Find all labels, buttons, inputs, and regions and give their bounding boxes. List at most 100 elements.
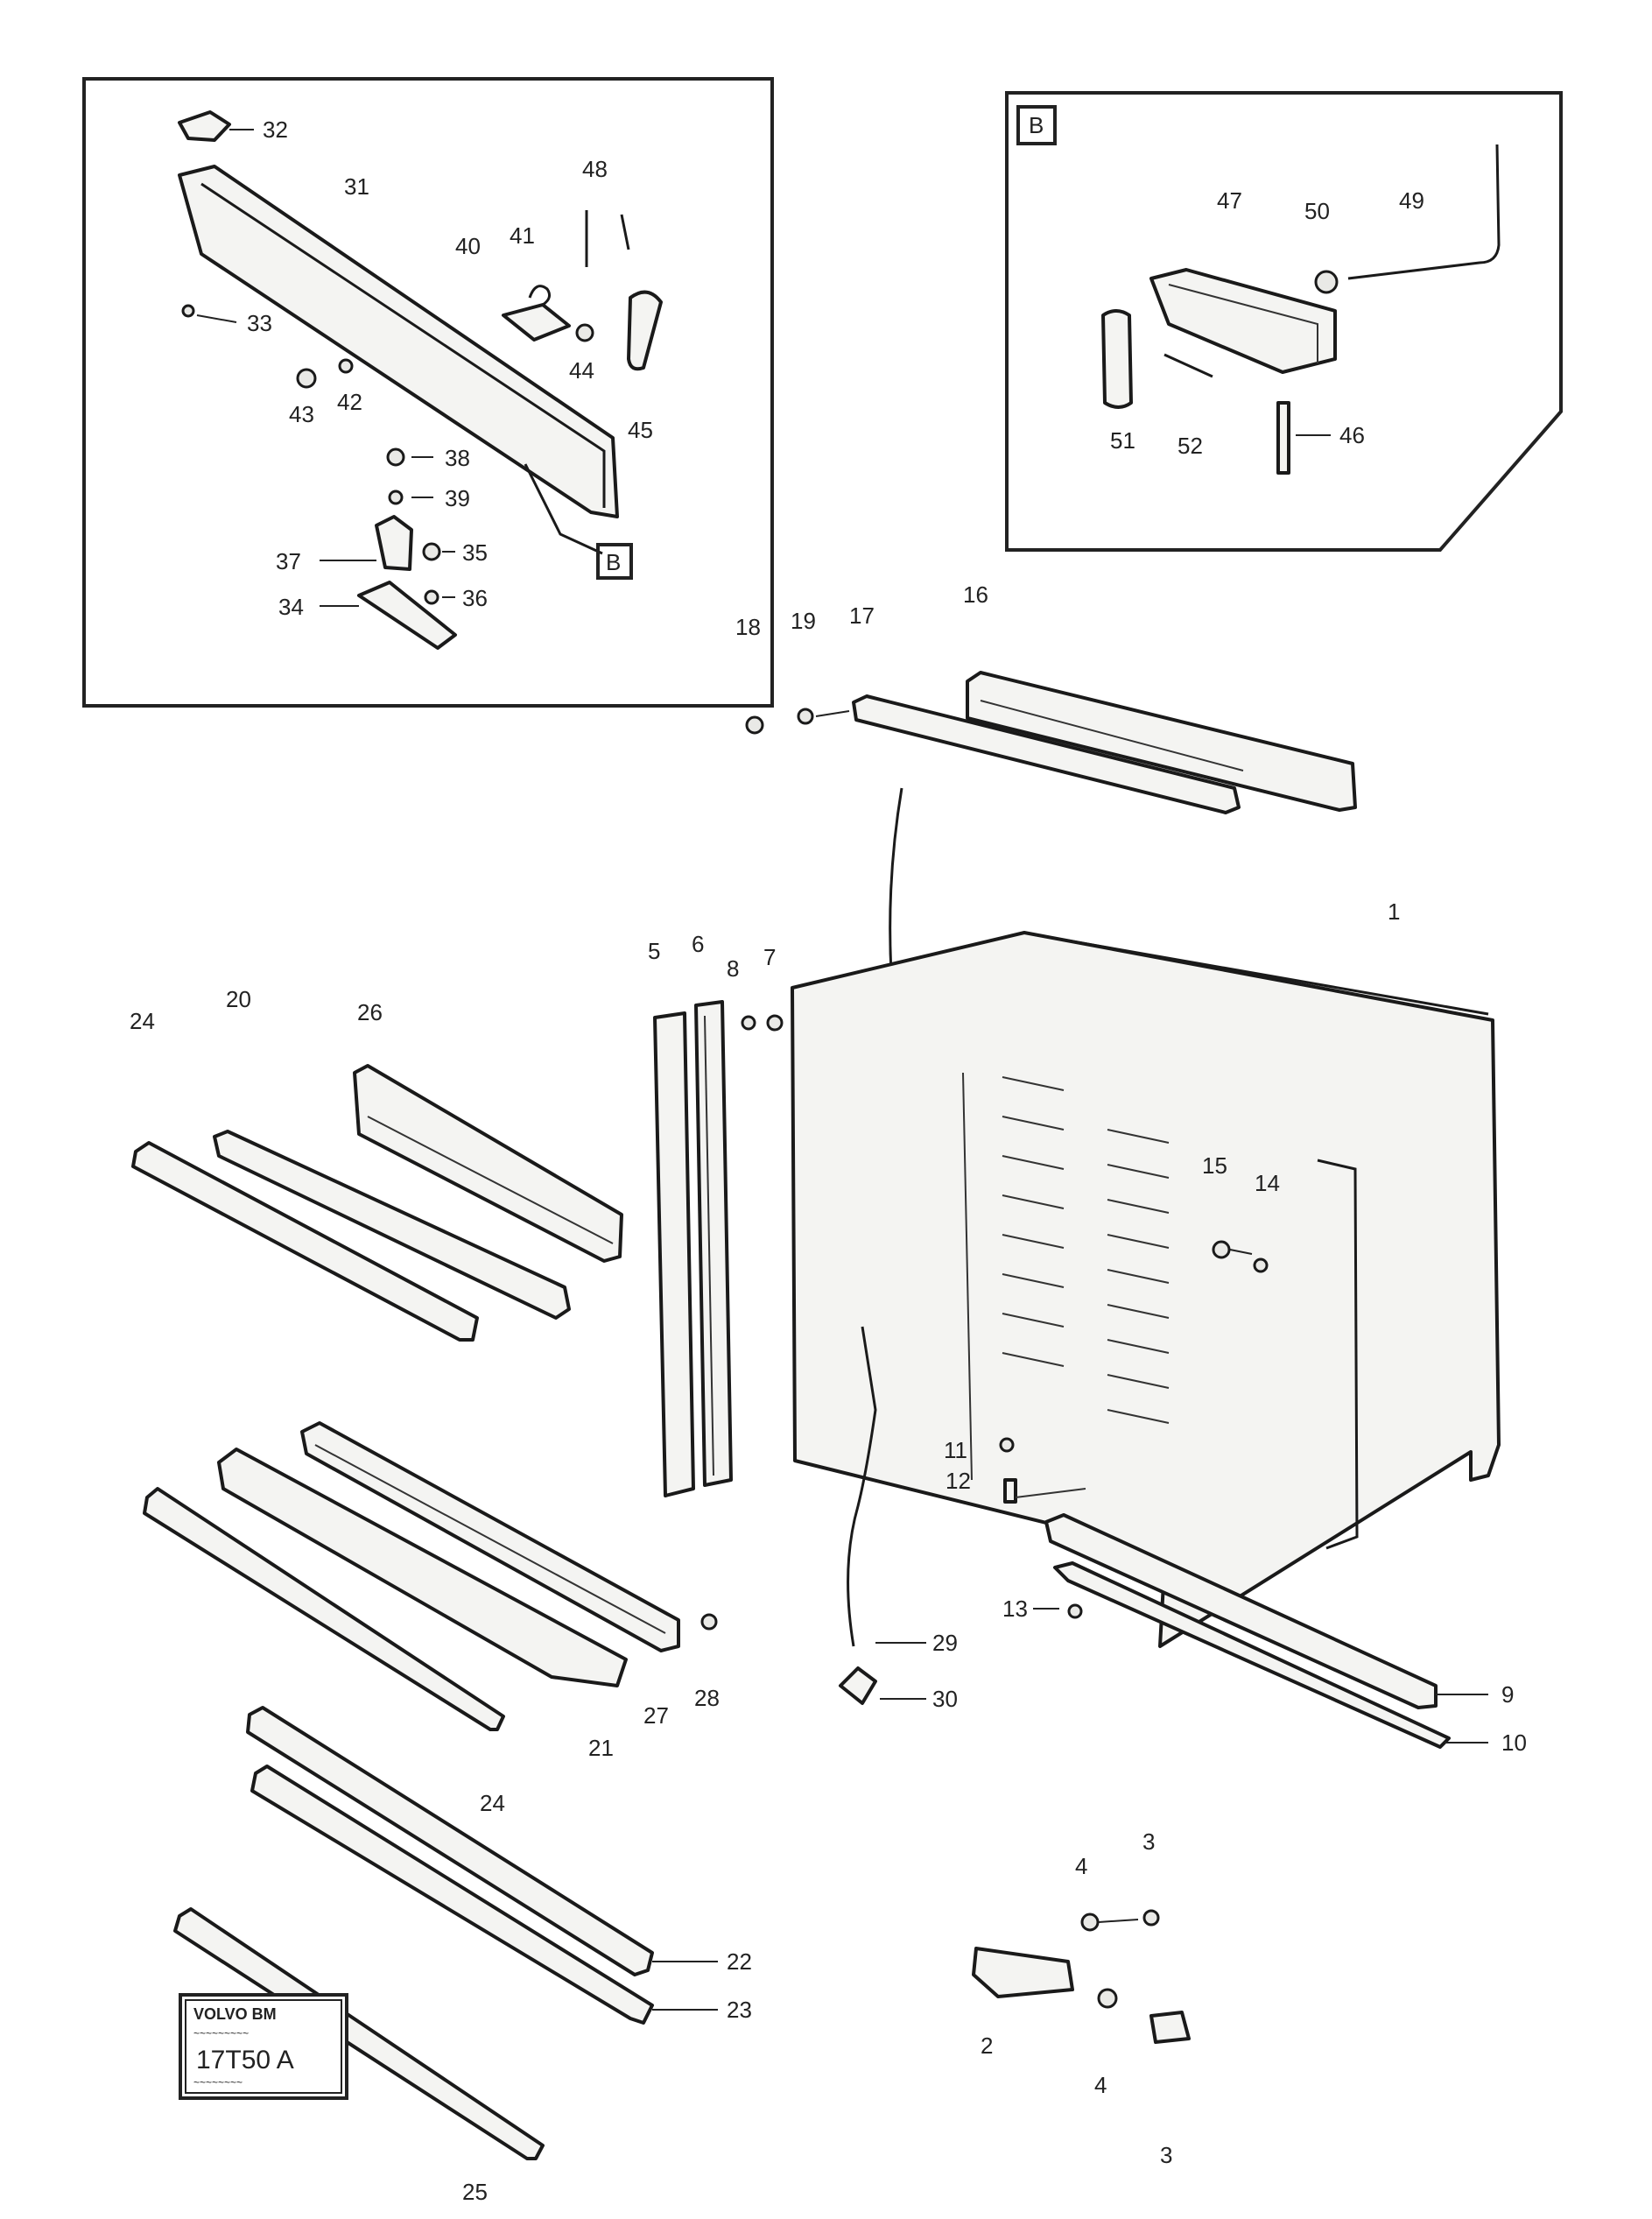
label-22: 22 <box>727 1948 752 1975</box>
label-27: 27 <box>643 1702 669 1729</box>
rail-lead-wire <box>524 463 603 555</box>
label-51: 51 <box>1110 427 1135 454</box>
label-46: 46 <box>1339 422 1365 448</box>
drawing-stamp: VOLVO BM ~~~~~~~~~ 17T50 A ~~~~~~~~ <box>179 1993 348 2100</box>
label-52: 52 <box>1177 433 1203 459</box>
label-45: 45 <box>628 417 653 443</box>
washer-39 <box>388 490 404 505</box>
screw-12 <box>1003 1478 1017 1504</box>
pin-52 <box>1163 353 1213 378</box>
label-50: 50 <box>1304 198 1330 224</box>
label-36: 36 <box>462 585 488 611</box>
ref-marker-right: B <box>1029 112 1044 138</box>
bolt-3-lower <box>1149 2011 1191 2044</box>
label-19: 19 <box>791 608 816 634</box>
inset-right-detail: B 47 50 49 51 52 46 <box>1005 91 1563 552</box>
nut-3-upper <box>1142 1909 1160 1927</box>
rail-21 <box>217 1448 628 1687</box>
bracket-2 <box>972 1947 1074 1998</box>
label-21: 21 <box>588 1735 614 1761</box>
ref-marker-box-right <box>1016 105 1057 145</box>
label-33: 33 <box>247 310 272 336</box>
label-49: 49 <box>1399 187 1424 214</box>
strip-5 <box>653 1011 695 1497</box>
rail-17 <box>852 694 1241 814</box>
label-26: 26 <box>357 999 383 1025</box>
label-48: 48 <box>582 156 608 182</box>
label-18: 18 <box>735 614 761 640</box>
washer-19 <box>797 708 814 725</box>
stamp-line4: ~~~~~~~~ <box>193 2076 243 2089</box>
cylinder-51 <box>1101 309 1133 409</box>
latch-45 <box>627 290 663 371</box>
connector-30 <box>839 1666 877 1705</box>
label-29: 29 <box>932 1630 958 1656</box>
label-24-upper: 24 <box>130 1008 155 1034</box>
label-4-lower: 4 <box>1094 2072 1107 2098</box>
bolt-18 <box>745 715 764 735</box>
rail-22 <box>246 1706 654 1976</box>
label-20: 20 <box>226 986 251 1012</box>
washer-11 <box>999 1437 1015 1453</box>
washer-8 <box>741 1015 756 1031</box>
inset-left-frame <box>82 77 774 708</box>
stamp-frame <box>179 1993 348 2100</box>
label-1: 1 <box>1388 898 1400 925</box>
ref-marker-left: B <box>606 549 621 575</box>
label-9: 9 <box>1501 1681 1514 1708</box>
label-11: 11 <box>944 1437 967 1463</box>
rail-24-upper <box>131 1141 479 1342</box>
label-7: 7 <box>763 944 776 970</box>
washer-36 <box>424 589 439 605</box>
label-2: 2 <box>981 2032 993 2059</box>
nut-50 <box>1314 270 1339 294</box>
label-23: 23 <box>727 1997 752 2023</box>
rail-part-31 <box>178 165 619 518</box>
washer-28 <box>700 1613 718 1631</box>
nut-7 <box>766 1014 784 1032</box>
main-exploded-view: 18 19 17 16 1 5 6 8 7 24 20 26 15 14 11 … <box>130 581 1527 2205</box>
label-40: 40 <box>455 233 481 259</box>
nut-43 <box>296 368 317 389</box>
label-3-lower: 3 <box>1160 2142 1172 2168</box>
label-44: 44 <box>569 357 594 384</box>
washer-4-upper <box>1080 1913 1100 1932</box>
label-10: 10 <box>1501 1729 1527 1756</box>
strip-6 <box>694 1000 733 1487</box>
label-4-upper: 4 <box>1075 1853 1087 1879</box>
label-24-middle: 24 <box>480 1790 505 1816</box>
label-43: 43 <box>289 401 314 427</box>
label-42: 42 <box>337 389 362 415</box>
label-39: 39 <box>445 485 470 511</box>
stud-48b <box>620 214 630 250</box>
bracket-40 <box>502 303 571 342</box>
label-3-upper: 3 <box>1142 1828 1155 1855</box>
label-37: 37 <box>276 548 301 574</box>
rail-25 <box>173 1907 545 2160</box>
label-16: 16 <box>963 581 988 608</box>
label-35: 35 <box>462 539 488 566</box>
label-47: 47 <box>1217 187 1242 214</box>
ref-marker-box-left <box>596 543 633 580</box>
bolt-38 <box>386 447 405 467</box>
label-32: 32 <box>263 116 288 143</box>
label-12: 12 <box>946 1468 971 1494</box>
label-6: 6 <box>692 931 704 957</box>
rail-16 <box>966 671 1357 812</box>
housing-1-right-rib <box>1317 1159 1359 1550</box>
label-13: 13 <box>1002 1596 1028 1622</box>
bracket-37 <box>375 515 413 571</box>
inset-left-detail: B 32 31 48 41 40 33 44 43 42 45 38 39 37… <box>82 77 774 708</box>
label-8: 8 <box>727 955 739 982</box>
label-17: 17 <box>849 602 875 629</box>
stamp-line2: ~~~~~~~~~ <box>193 2027 249 2039</box>
nut-35 <box>422 542 441 561</box>
screw-33 <box>181 304 195 318</box>
block-47 <box>1149 268 1337 374</box>
housing-1-top-edge <box>1023 931 1489 1016</box>
label-25: 25 <box>462 2179 488 2205</box>
washer-44 <box>575 323 594 342</box>
washer-42 <box>338 358 354 374</box>
label-34: 34 <box>278 594 304 620</box>
housing-1-inner-frame <box>962 1072 973 1481</box>
